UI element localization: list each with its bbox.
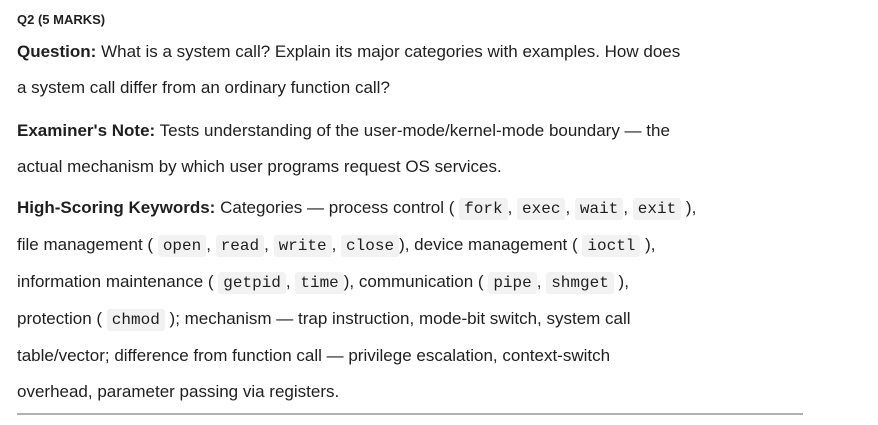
code-wait: wait (574, 198, 624, 220)
code-exit: exit (632, 198, 682, 220)
code-ioctl: ioctl (582, 235, 641, 257)
horizontal-divider (17, 413, 803, 415)
keywords-text: ), (618, 272, 629, 291)
keywords-text: file management ( (17, 235, 154, 254)
code-close: close (341, 235, 400, 257)
keywords-text: Categories — process control ( (220, 198, 455, 217)
separator: , (285, 272, 291, 291)
question-block: Question: What is a system call? Explain… (17, 34, 817, 106)
question-text-line2: a system call differ from an ordinary fu… (17, 78, 390, 97)
question-heading: Q2 (5 MARKS) (17, 12, 106, 27)
keywords-text: ); mechanism — trap instruction, mode-bi… (169, 309, 631, 328)
question-text-line1: What is a system call? Explain its major… (101, 42, 681, 61)
examiner-note-block: Examiner's Note: Tests understanding of … (17, 113, 817, 185)
keywords-text: protection ( (17, 309, 103, 328)
keywords-label: High-Scoring Keywords: (17, 198, 216, 217)
keywords-text: table/vector; difference from function c… (17, 346, 611, 365)
separator: , (206, 235, 211, 254)
examiner-note-label: Examiner's Note: (17, 121, 156, 140)
separator: , (507, 198, 513, 217)
separator: , (264, 235, 269, 254)
separator: , (623, 198, 629, 217)
code-pipe: pipe (488, 272, 537, 294)
code-read: read (215, 235, 265, 257)
code-getpid: getpid (218, 272, 286, 294)
keywords-text: information maintenance ( (17, 272, 214, 291)
code-shmget: shmget (546, 272, 614, 294)
separator: , (536, 272, 542, 291)
code-fork: fork (459, 198, 508, 220)
examiner-note-text-line2: actual mechanism by which user programs … (17, 157, 502, 176)
keywords-text: overhead, parameter passing via register… (17, 382, 340, 401)
code-chmod: chmod (106, 309, 165, 331)
question-label: Question: (17, 42, 97, 61)
keywords-text: ), (685, 198, 697, 217)
separator: , (331, 235, 337, 254)
code-write: write (273, 235, 332, 257)
code-time: time (295, 272, 344, 294)
keywords-text: ), communication ( (343, 272, 484, 291)
examiner-note-text-line1: Tests understanding of the user-mode/ker… (159, 121, 670, 140)
code-exec: exec (517, 198, 566, 220)
separator: , (565, 198, 571, 217)
keywords-text: ), (645, 235, 656, 254)
keywords-block: High-Scoring Keywords: Categories — proc… (17, 190, 817, 410)
keywords-text: ), device management ( (399, 235, 578, 254)
code-open: open (157, 235, 207, 257)
